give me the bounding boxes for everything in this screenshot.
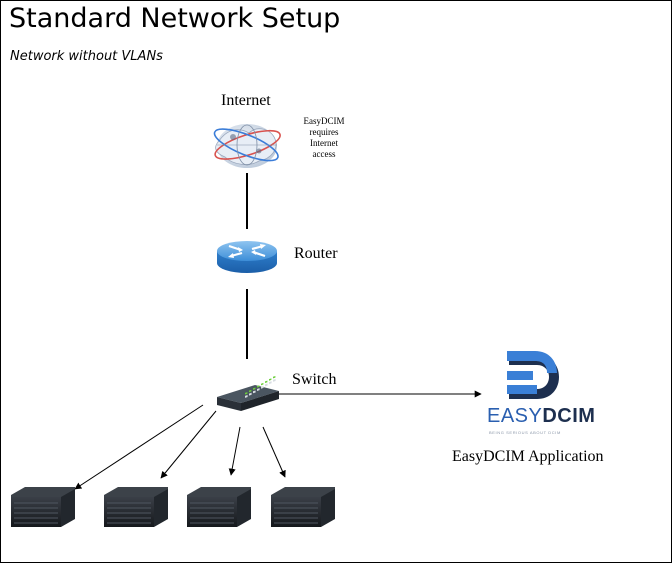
switch-label: Switch	[292, 371, 337, 388]
note-line: requires	[309, 127, 339, 137]
switch-icon	[217, 376, 279, 411]
page-title: Standard Network Setup	[9, 3, 341, 34]
arrow-switch-to-server-1	[74, 404, 204, 490]
logo-word-dcim: DCIM	[542, 405, 596, 427]
globe-icon	[213, 124, 281, 168]
logo-word-easy: EASY	[487, 405, 543, 427]
easydcim-logo-tagline: BEING SERIOUS ABOUT DCIM	[489, 430, 561, 435]
internet-label: Internet	[221, 92, 271, 109]
note-line: EasyDCIM	[303, 116, 345, 126]
easydcim-logo-mark	[507, 351, 559, 399]
note-line: Internet	[310, 138, 338, 148]
page-subtitle: Network without VLANs	[10, 49, 163, 64]
router-label: Router	[294, 245, 338, 262]
arrow-switch-to-server-2	[160, 410, 217, 479]
server-icon	[11, 487, 75, 527]
server-icon	[187, 487, 251, 527]
arrow-switch-to-server-4	[262, 426, 286, 478]
internet-requirement-note: EasyDCIM requires Internet access	[298, 116, 350, 160]
server-icon	[104, 487, 168, 527]
note-line: access	[312, 149, 336, 159]
router-icon	[217, 241, 277, 273]
application-label: EasyDCIM Application	[452, 448, 604, 465]
easydcim-logo-text: EASYDCIM	[487, 405, 595, 428]
server-icon	[271, 487, 335, 527]
arrow-switch-to-server-3	[228, 426, 241, 476]
